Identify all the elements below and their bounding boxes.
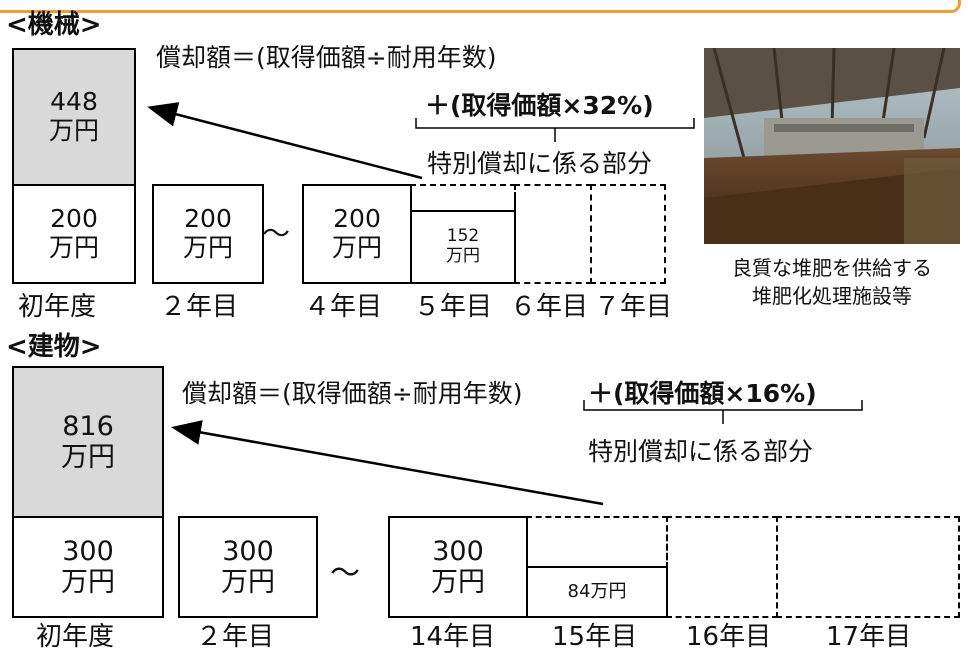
machine-y1-special-unit: 万円 [48,116,99,145]
building-extra: ＋(取得価額×16%) [588,379,817,408]
building-tilde: ～ [330,556,360,591]
compost-facility-photo [704,48,960,244]
building-y1-special-box: 816 万円 [12,366,164,518]
machine-y5-box: 152 万円 [410,210,516,284]
machine-y4-unit: 万円 [331,233,382,262]
machine-tilde: ～ [262,217,291,250]
building-y15-value: 84万円 [567,580,627,602]
machine-y1-special-value: 448 [50,87,98,117]
building-year-17: 17年目 [826,622,912,652]
building-year-16: 16年目 [686,622,772,652]
building-y2-unit: 万円 [221,567,275,598]
machine-year-6: ６年目 [510,292,589,322]
machine-heading: <機械> [6,10,102,40]
building-y2-value: 300 [222,535,274,567]
machine-y4-value: 200 [333,204,381,234]
building-year-14: 14年目 [410,622,496,652]
machine-y2-box: 200 万円 [152,184,264,284]
building-y1-base-box: 300 万円 [12,516,164,618]
machine-year-4: ４年目 [304,292,383,322]
machine-y4-box: 200 万円 [302,184,412,284]
building-formula: 償却額＝(取得価額÷耐用年数) [182,379,523,408]
photo-caption-line1: 良質な堆肥を供給する [732,256,932,280]
machine-year-1: 初年度 [18,292,97,322]
building-y14-value: 300 [432,535,484,567]
machine-y1-base-unit: 万円 [48,233,99,262]
machine-y1-base-box: 200 万円 [12,184,136,284]
building-year-1: 初年度 [36,622,115,652]
machine-y5-value: 152 [446,226,480,247]
top-orange-band [0,0,961,13]
building-y1-special-value: 816 [62,410,114,442]
building-y1-base-value: 300 [62,535,114,567]
building-y2-box: 300 万円 [178,516,318,618]
machine-y2-value: 200 [184,204,232,234]
building-y14-box: 300 万円 [388,516,528,618]
building-heading: <建物> [6,332,102,362]
building-year-15: 15年目 [552,622,638,652]
machine-extra-brace [415,118,695,142]
building-year-2: ２年目 [196,622,275,652]
building-y1-special-unit: 万円 [61,442,115,473]
building-y15-box: 84万円 [526,566,668,618]
machine-y5-unit: 万円 [446,246,480,266]
building-y1-base-unit: 万円 [61,567,115,598]
machine-y6-dashed [514,184,592,284]
photo-caption-line2: 堆肥化処理施設等 [752,284,912,308]
machine-y1-base-value: 200 [50,204,98,234]
building-y17-dashed [776,516,960,618]
machine-year-2: ２年目 [160,292,239,322]
machine-formula: 償却額＝(取得価額÷耐用年数) [156,43,497,72]
building-extra-brace [583,400,863,424]
building-y15-dashed [526,516,668,568]
building-y16-dashed [666,516,778,618]
machine-extra: ＋(取得価額×32%) [425,91,654,120]
machine-y7-dashed [590,184,666,284]
machine-year-7: ７年目 [594,292,673,322]
machine-y2-unit: 万円 [182,233,233,262]
machine-extra-note: 特別償却に係る部分 [427,149,653,178]
building-extra-note: 特別償却に係る部分 [588,437,814,466]
machine-year-5: ５年目 [414,292,493,322]
building-y14-unit: 万円 [431,567,485,598]
machine-y1-special-box: 448 万円 [12,48,136,186]
